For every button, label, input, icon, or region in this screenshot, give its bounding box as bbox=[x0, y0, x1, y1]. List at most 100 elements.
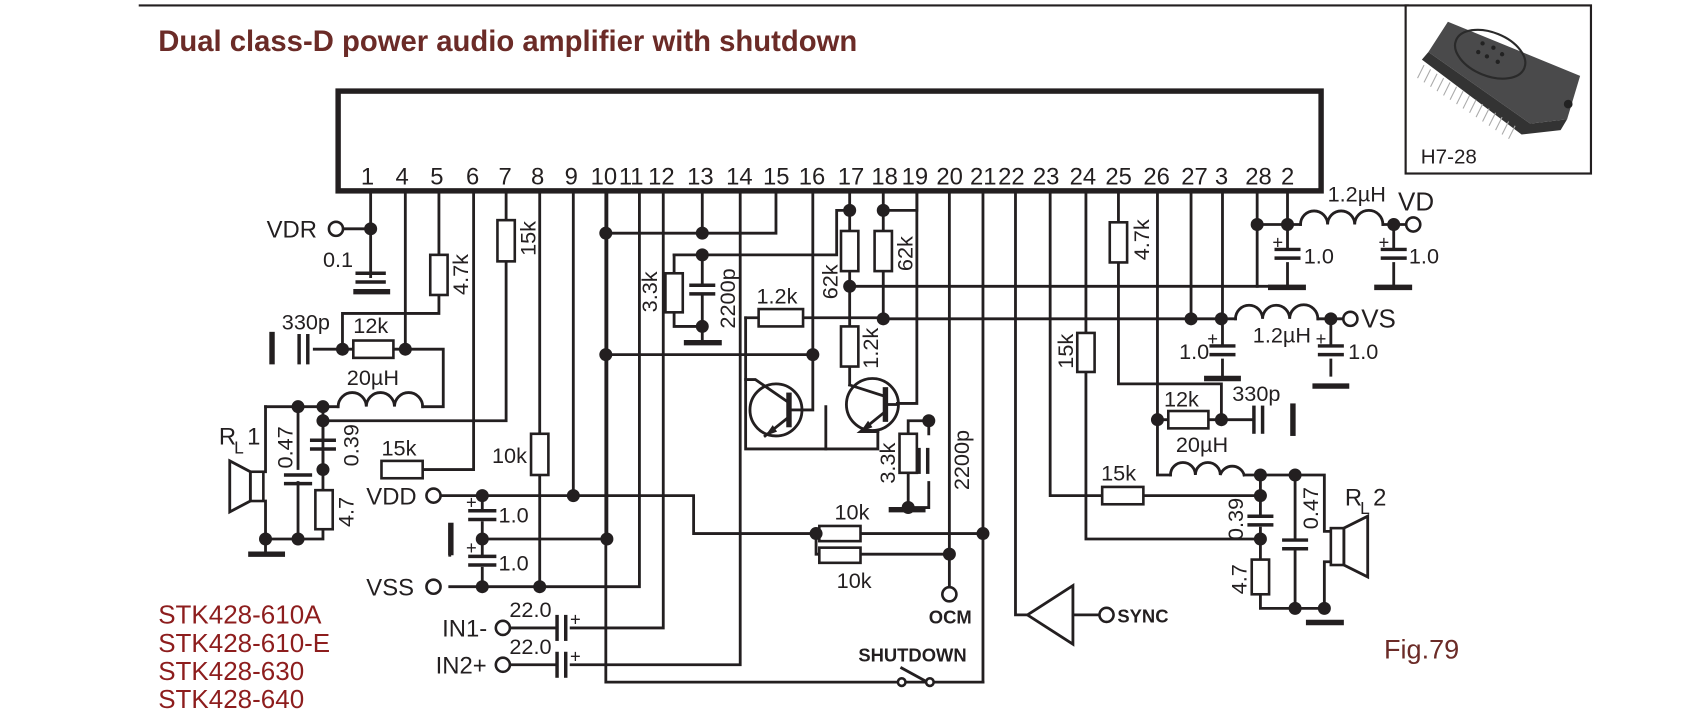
ic-package-photo bbox=[1417, 21, 1581, 140]
transistor-q2 bbox=[845, 377, 900, 434]
value-r-12k-right: 12k bbox=[1164, 387, 1199, 412]
pin-label: 26 bbox=[1143, 163, 1170, 190]
terminal-vs bbox=[1342, 310, 1359, 328]
terminal-ocm bbox=[941, 585, 958, 603]
resistor-12k-right bbox=[1166, 409, 1210, 430]
value-c-vdd-2: 1.0 bbox=[499, 550, 529, 575]
package-inset: H7-28 bbox=[1404, 4, 1593, 175]
value-r-15k-left: 15k bbox=[381, 435, 416, 460]
part-number: STK428-630 bbox=[158, 656, 304, 686]
terminal-vdr bbox=[327, 220, 345, 238]
value-c-039-right: 0.39 bbox=[1223, 498, 1248, 540]
value-r-47-left: 4.7 bbox=[333, 497, 358, 527]
resistor-10k-a bbox=[818, 524, 862, 543]
inductors bbox=[336, 209, 1385, 477]
pin-label: 27 bbox=[1181, 163, 1208, 190]
svg-text:+: + bbox=[1272, 231, 1283, 252]
label-vd: VD bbox=[1398, 186, 1434, 216]
value-r-33k-right: 3.3k bbox=[875, 443, 900, 484]
value-l-20uh-left: 20µH bbox=[347, 365, 399, 390]
value-r-62k-b: 62k bbox=[893, 236, 918, 271]
value-c-330p-right: 330p bbox=[1232, 381, 1280, 406]
value-c-047-right: 0.47 bbox=[1298, 487, 1323, 529]
resistor-4.7-left bbox=[314, 488, 335, 531]
value-r-pin5: 4.7k bbox=[448, 254, 473, 295]
inductor-20uh-right bbox=[1169, 461, 1246, 477]
package-label: H7-28 bbox=[1421, 146, 1477, 169]
resistor-1.2k-q2 bbox=[839, 325, 860, 368]
pin-label: 24 bbox=[1070, 163, 1097, 190]
resistor-10k-pin8 bbox=[529, 432, 550, 477]
svg-text:+: + bbox=[1316, 328, 1327, 349]
value-r-pin25: 4.7k bbox=[1129, 219, 1154, 260]
ic-body bbox=[335, 88, 1324, 194]
terminal-vd bbox=[1404, 216, 1422, 233]
value-r-10k-pin8: 10k bbox=[492, 443, 527, 468]
value-r-12k-q2: 1.2k bbox=[858, 328, 883, 369]
pin-label: 9 bbox=[565, 163, 578, 190]
terminal-shutdown bbox=[896, 677, 907, 688]
sync-buffer bbox=[1024, 583, 1075, 647]
ic-pin-labels: 1 4 5 6 7 8 9 10 11 12 13 14 15 16 17 18… bbox=[361, 163, 1294, 190]
pin-label: 11 bbox=[619, 163, 644, 190]
label-ocm: OCM bbox=[929, 607, 972, 628]
value-c-pin28: 1.0 bbox=[1304, 244, 1334, 269]
resistor-62k-b bbox=[873, 229, 894, 273]
svg-text:L: L bbox=[234, 437, 244, 457]
capacitor-plates bbox=[283, 247, 1407, 678]
value-r-12k-q1: 1.2k bbox=[756, 284, 797, 309]
resistor-10k-b bbox=[818, 546, 862, 565]
pin-label: 5 bbox=[430, 163, 443, 190]
svg-text:R: R bbox=[219, 424, 236, 451]
value-r-10k-a: 10k bbox=[834, 499, 869, 524]
value-c-2200p-left: 2200p bbox=[715, 268, 740, 328]
label-vdr: VDR bbox=[267, 216, 317, 243]
svg-text:+: + bbox=[466, 537, 477, 558]
pin-label: 25 bbox=[1105, 163, 1132, 190]
svg-text:R: R bbox=[1345, 484, 1362, 511]
speaker-rl2-icon bbox=[1329, 513, 1370, 580]
resistor-3.3k-left bbox=[664, 271, 685, 314]
terminal-shutdown bbox=[924, 677, 935, 688]
pin-label: 13 bbox=[687, 163, 714, 190]
value-r-15k-right: 15k bbox=[1101, 460, 1136, 485]
pin-label: 17 bbox=[838, 163, 865, 190]
value-c-047-left: 0.47 bbox=[273, 426, 298, 468]
svg-text:L: L bbox=[1360, 498, 1370, 518]
speaker-rl1-icon bbox=[228, 458, 265, 515]
svg-text:+: + bbox=[1207, 328, 1218, 349]
svg-text:1: 1 bbox=[247, 424, 260, 451]
terminal-in1 bbox=[494, 619, 512, 637]
pin-label: 19 bbox=[902, 163, 929, 190]
pin-label: 16 bbox=[799, 163, 826, 190]
value-c-330p-left: 330p bbox=[282, 310, 330, 335]
pin-label: 12 bbox=[648, 163, 675, 190]
value-r-pin24: 15k bbox=[1053, 334, 1078, 369]
svg-text:+: + bbox=[570, 646, 581, 667]
resistor-4.7k-pin5 bbox=[428, 253, 449, 297]
label-shutdown: SHUTDOWN bbox=[858, 645, 966, 666]
label-rl2: R L 2 bbox=[1345, 484, 1386, 518]
part-number: STK428-610A bbox=[158, 600, 322, 630]
pin-label: 18 bbox=[871, 163, 898, 190]
value-c-vdr: 0.1 bbox=[323, 247, 353, 272]
pin-label: 1 bbox=[361, 163, 374, 190]
transistor-q1 bbox=[744, 378, 804, 438]
pin-label: 28 bbox=[1245, 163, 1272, 190]
svg-text:+: + bbox=[570, 609, 581, 630]
svg-text:+: + bbox=[466, 492, 477, 513]
resistor-15k-left bbox=[380, 459, 424, 480]
value-l-vs: 1.2µH bbox=[1253, 323, 1311, 348]
pin-label: 4 bbox=[396, 163, 409, 190]
figure-label: Fig.79 bbox=[1384, 633, 1459, 664]
value-l-20uh-right: 20µH bbox=[1176, 432, 1228, 457]
resistor-1.2k-q1 bbox=[757, 307, 805, 328]
value-c-vd: 1.0 bbox=[1409, 244, 1439, 269]
value-c-in2: 22.0 bbox=[509, 634, 551, 659]
pin-label: 6 bbox=[466, 163, 479, 190]
value-c-2200p-right: 2200p bbox=[949, 430, 974, 490]
pin-label: 10 bbox=[591, 163, 618, 190]
value-r-12k-left: 12k bbox=[353, 313, 388, 338]
label-vs: VS bbox=[1361, 304, 1396, 334]
